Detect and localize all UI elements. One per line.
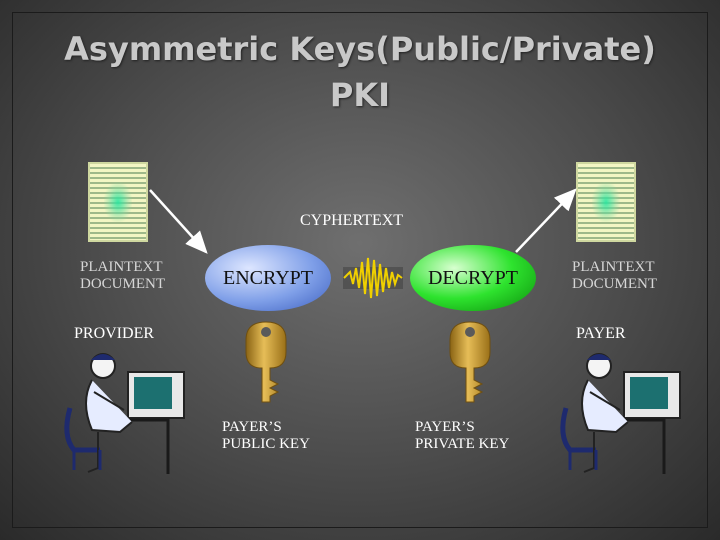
payer-label: PAYER: [576, 325, 626, 342]
plaintext-right-line2: DOCUMENT: [572, 276, 657, 292]
public-key-line2: PUBLIC KEY: [222, 436, 310, 452]
slide-frame: [12, 12, 708, 528]
title-line-2: PKI: [329, 76, 391, 114]
signal-icon: [343, 257, 403, 299]
private-key-icon: [449, 321, 491, 403]
arrow-icon: [149, 189, 208, 254]
plaintext-left-line2: DOCUMENT: [80, 276, 165, 292]
encrypt-label: ENCRYPT: [222, 266, 314, 289]
private-key-line2: PRIVATE KEY: [415, 436, 510, 452]
provider-at-computer-icon: [64, 353, 185, 474]
provider-label: PROVIDER: [74, 325, 155, 342]
cyphertext-label: CYPHERTEXT: [300, 212, 404, 229]
decrypt-label: DECRYPT: [427, 266, 519, 289]
arrow-icon: [515, 188, 577, 253]
public-key-line1: PAYER’S: [222, 419, 282, 435]
private-key-line1: PAYER’S: [415, 419, 475, 435]
plaintext-right-line1: PLAINTEXT: [572, 259, 655, 275]
right-document-icon: [576, 162, 636, 242]
title-line-1: Asymmetric Keys(Public/Private): [64, 30, 656, 68]
left-document-icon: [88, 162, 148, 242]
plaintext-left-line1: PLAINTEXT: [80, 259, 163, 275]
payer-at-computer-icon: [560, 353, 681, 474]
encrypt-oval: ENCRYPT: [205, 245, 331, 311]
decrypt-oval: DECRYPT: [410, 245, 536, 311]
public-key-icon: [245, 321, 287, 403]
